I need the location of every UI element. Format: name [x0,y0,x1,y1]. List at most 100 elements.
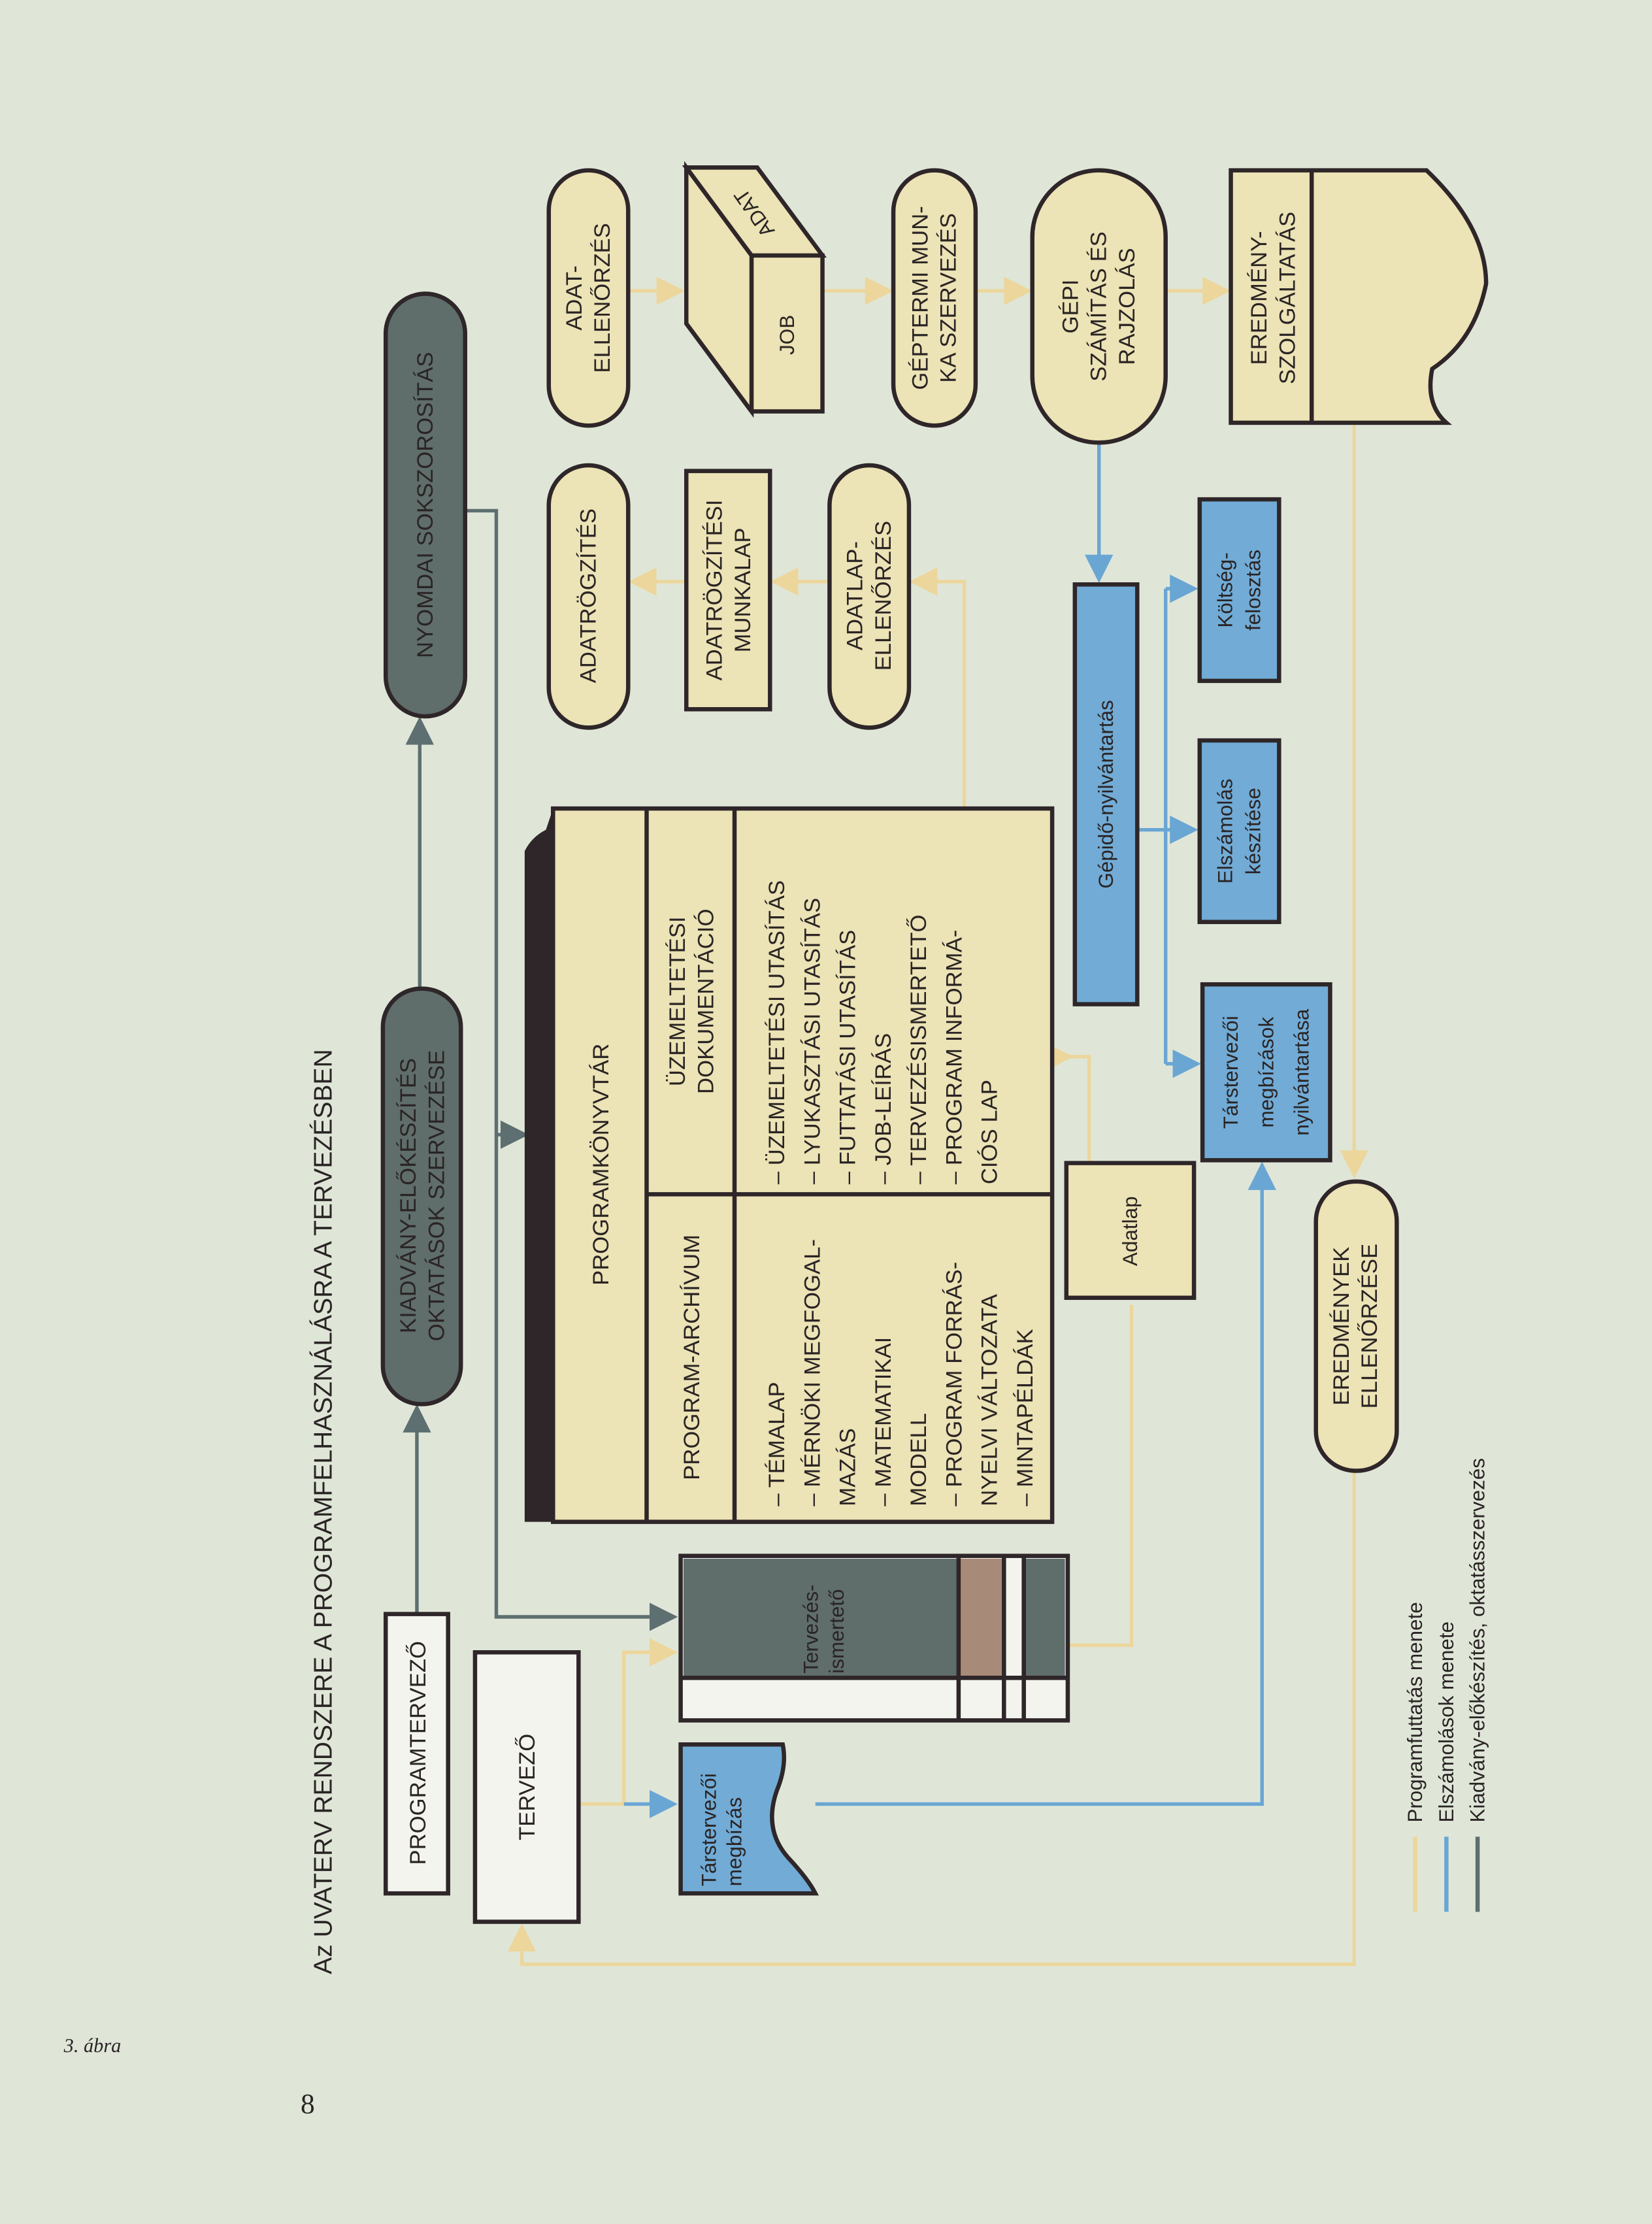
archive-item: MODELL [906,1413,931,1506]
arrow-tervezo-tervezes [578,1638,678,1806]
program-library: PROGRAMKÖNYVTÁR PROGRAM-ARCHÍVUM ÜZEMELT… [524,806,1055,1524]
node-gepterem: GÉPTERMI MUN- KA SZERVEZÉS [891,168,978,428]
library-box [551,806,1055,1524]
gepterem-line-2: KA SZERVEZÉS [936,213,961,383]
megbizas-line-2: megbízás [723,1797,746,1886]
gepi-pill [1030,168,1168,445]
tervezes-band-dark-2 [1023,1559,1065,1678]
node-tars-nyilvantartas: Társtervezői megbízások nyilvántartása [1200,982,1332,1163]
connectors [403,276,1369,1967]
adat-ellenorzes-pill [546,168,631,428]
eredmeny-document [1229,168,1489,425]
node-tervezo: TERVEZŐ [472,1650,581,1924]
archive-item: – MATEMATIKAI [871,1337,896,1506]
line-tervezes-adatlap [1067,1304,1134,1648]
programtervezo-box [383,1612,450,1896]
gepido-box [1072,582,1140,1006]
adatrogzites-label: ADATRÖGZÍTÉS [576,508,601,683]
figure-title: Az UVATERV RENDSZERE A PROGRAMFELHASZNÁL… [309,1049,337,1974]
kiadvany-pill [380,986,463,1406]
ops-item: – JOB-LEÍRÁS [870,1033,896,1184]
elszamolas-box [1197,738,1281,924]
megbizas-line-1: Társtervezői [697,1773,720,1886]
koltseg-line-1: Költség- [1214,552,1236,627]
archive-item: – MÉRNÖKI MEGFOGAL- [799,1239,825,1506]
node-gepi-szamitas: GÉPI SZÁMÍTÁS ÉS RAJZOLÁS [1030,168,1168,445]
tars-nyilv-line-1: Társtervezői [1219,1016,1242,1129]
node-programtervezo: PROGRAMTERVEZŐ [383,1612,450,1896]
munkalap-line-1: ADATRÖGZÍTÉSI [702,499,727,680]
node-eredmeny-szolgaltatas: EREDMÉNY- SZOLGÁLTATÁS [1229,168,1489,425]
archive-item: MAZÁS [835,1428,861,1506]
ops-item: – TERVEZÉSISMERTETŐ [906,914,931,1184]
eredmenyek-line-1: EREDMÉNYEK [1329,1247,1354,1406]
programtervezo-label: PROGRAMTERVEZŐ [405,1641,431,1865]
kiadvany-line-2: OKTATÁSOK SZERVEZÉSE [423,1050,449,1341]
arrow-nyomdai-tervezes [465,508,678,1631]
koltseg-box [1197,497,1281,684]
node-tervezes-ismerteto: Tervezés- ismertető [678,1553,1070,1723]
job-label: JOB [776,315,799,355]
ops-item: – ÜZEMELTETÉSI UTASÍTÁS [764,880,789,1184]
line-adatlap-library [1045,1042,1091,1192]
ops-items: – ÜZEMELTETÉSI UTASÍTÁS – LYUKASZTÁSI UT… [764,880,1002,1184]
node-tarstervezoi-megbizas: Társtervezői megbízás [678,1742,819,1896]
node-kiadvany: KIADVÁNY-ELŐKÉSZÍTÉS OKTATÁSOK SZERVEZÉS… [380,986,463,1406]
nyomdai-pill [383,291,468,719]
koltseg-line-2: felosztás [1242,550,1265,631]
node-gepido: Gépidő-nyilvántartás [1072,582,1140,1006]
eredmeny-line-1: EREDMÉNY- [1246,231,1272,365]
ops-item: – PROGRAM INFORMÁ- [941,930,966,1184]
tars-nyilv-line-3: nyilvántartása [1291,1008,1313,1136]
tars-nyilv-line-2: megbízások [1255,1017,1278,1128]
tervezes-line-1: Tervezés- [800,1584,823,1673]
node-munkalap: ADATRÖGZÍTÉSI MUNKALAP [684,469,772,712]
ops-item: – LYUKASZTÁSI UTASÍTÁS [799,898,825,1184]
ops-item: CIÓS LAP [977,1080,1002,1184]
gepido-label: Gépidő-nyilvántartás [1095,700,1117,888]
tervezes-line-2: ismertető [825,1589,848,1673]
page-number: 8 [301,2088,315,2119]
arrow-to-tervezo [507,1470,1357,1967]
legend-label: Programfuttatás menete [1404,1602,1427,1822]
gepterem-line-1: GÉPTERMI MUN- [907,206,933,390]
munkalap-line-2: MUNKALAP [731,527,755,652]
tars-nyilv-box [1200,982,1332,1163]
adatlap-label: Adatlap [1119,1196,1142,1266]
ops-heading-line-2: DOKUMENTÁCIÓ [693,909,719,1094]
legend-label: Kiadvány-előkészítés, oktatásszervezés [1466,1458,1489,1823]
node-elszamolas: Elszámolás készítése [1197,738,1281,924]
archive-items: – TÉMALAP – MÉRNÖKI MEGFOGAL- MAZÁS – MA… [764,1239,1038,1506]
adatrogzites-pill [546,463,631,730]
archive-heading: PROGRAM-ARCHÍVUM [679,1235,704,1480]
tervezo-label: TERVEZŐ [514,1734,540,1840]
node-adatlap: Adatlap [1064,1161,1197,1301]
arrow-megbizas-nyilvantartas [815,1161,1276,1806]
adat-ellenorzes-line-2: ELLENŐRZÉS [589,223,615,373]
adatlap-ellenorzes-pill [827,463,912,730]
eredmenyek-pill [1313,1179,1399,1473]
kiadvany-line-1: KIADVÁNY-ELŐKÉSZÍTÉS [395,1058,421,1333]
archive-item: – TÉMALAP [764,1382,789,1506]
gepi-line-1: GÉPI [1057,279,1083,333]
ops-item: – FUTTATÁSI UTASÍTÁS [835,930,861,1184]
megbizas-document [678,1742,819,1896]
node-adat-ellenorzes: ADAT- ELLENŐRZÉS [546,168,631,428]
adatlap-ellenorzes-line-2: ELLENŐRZÉS [870,521,896,671]
node-nyomdai: NYOMDAI SOKSZOROSÍTÁS [383,291,468,719]
node-adatrogzites: ADATRÖGZÍTÉS [546,463,631,730]
node-adatlap-ellenorzes: ADATLAP- ELLENŐRZÉS [827,463,912,730]
adat-ellenorzes-line-1: ADAT- [562,265,587,331]
tervezes-band-brown [958,1559,1004,1678]
munkalap-box [684,469,772,712]
figure-label: 3. ábra [63,2034,122,2057]
library-spine [524,808,553,1522]
tervezes-band-dark [683,1559,959,1678]
eredmeny-line-2: SZOLGÁLTATÁS [1274,212,1300,384]
archive-item: NYELVI VÁLTOZATA [977,1293,1002,1506]
gepi-line-2: SZÁMÍTÁS ÉS [1086,231,1112,381]
cube-side [682,165,827,258]
tervezo-box [472,1650,581,1924]
ops-heading-line-1: ÜZEMELTETÉSI [665,916,690,1086]
